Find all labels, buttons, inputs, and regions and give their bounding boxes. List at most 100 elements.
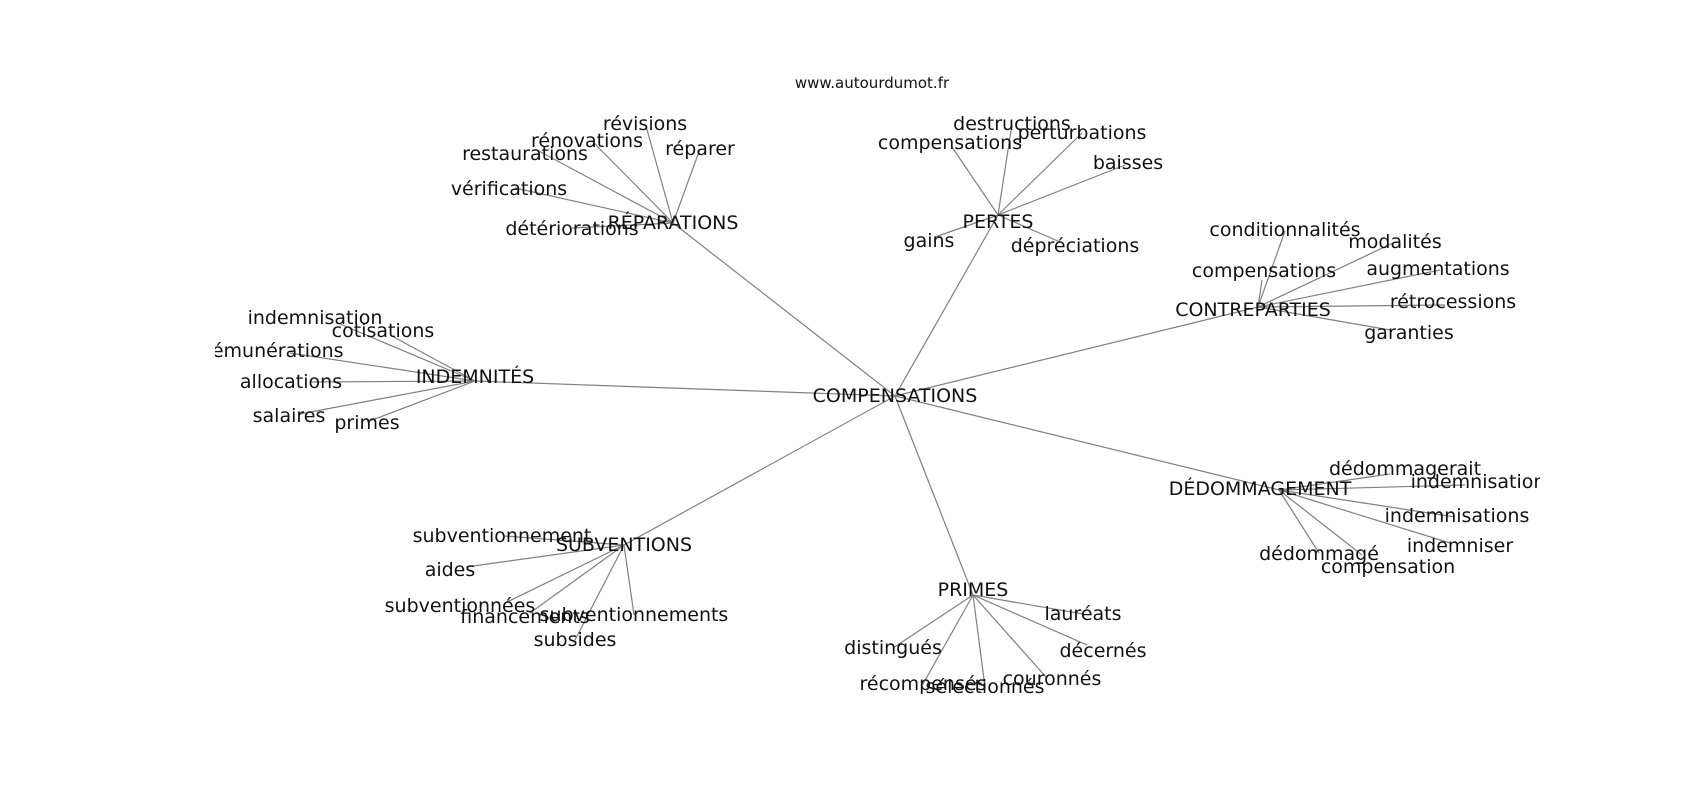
leaf-node-primes-laureats: lauréats <box>1044 603 1121 625</box>
edge-indemnites-remunerations <box>289 352 476 382</box>
leaf-node-primes-recompenses: récompensés <box>860 673 987 695</box>
edge-reparations-renovations <box>591 140 674 224</box>
edge-contreparties-garanties <box>1257 306 1391 331</box>
leaf-node-contreparties-garanties: garanties <box>1364 322 1454 344</box>
hub-node-dedommagement: DÉDOMMAGEMENT <box>1169 477 1352 500</box>
leaf-node-subventions-aides: aides <box>425 559 476 581</box>
edge-dedommagement-indemnisations <box>1278 489 1456 518</box>
leaf-node-indemnites-remunerations: rémunérations <box>204 340 343 362</box>
edge-pertes-perturbations <box>997 132 1083 216</box>
edge-dedommagement-dedommagerait <box>1278 473 1391 491</box>
leaf-node-subventions-subventionnements: subventionnements <box>540 604 729 626</box>
edge-contreparties-modalites <box>1257 241 1396 308</box>
edge-dedommagement-indemnisation <box>1278 484 1466 491</box>
leaf-node-pertes-destructions: destructions <box>953 113 1071 135</box>
leaf-node-primes-distingues: distingués <box>844 637 942 659</box>
edge-reparations-verifications <box>514 187 674 224</box>
edge-indemnites-cotisations <box>389 334 476 382</box>
edge-center-dedommagement <box>894 395 1280 491</box>
edge-reparations-reparer <box>672 148 701 224</box>
leaf-node-reparations-verifications: vérifications <box>451 178 567 200</box>
leaf-node-indemnites-allocations: allocations <box>240 371 342 393</box>
edge-primes-laureats <box>972 594 1084 615</box>
leaf-node-contreparties-modalites: modalités <box>1348 231 1441 253</box>
hub-node-indemnites: INDEMNITÉS <box>416 365 534 388</box>
edge-reparations-deteriorations <box>571 222 674 229</box>
edge-contreparties-compensations <box>1257 279 1263 308</box>
leaf-node-contreparties-compensations: compensations <box>1192 260 1336 282</box>
edge-primes-recompenses <box>922 594 974 685</box>
leaf-node-pertes-gains: gains <box>904 230 955 252</box>
edge-dedommagement-dedommage <box>1278 489 1320 554</box>
edge-subventions-subventionnements <box>623 544 635 616</box>
edge-indemnites-allocations <box>309 380 476 383</box>
leaf-node-contreparties-conditionnalites: conditionnalités <box>1209 219 1360 241</box>
hub-node-pertes: PERTES <box>963 211 1034 233</box>
leaf-node-pertes-depreciations: dépréciations <box>1011 235 1140 257</box>
edge-pertes-compensations <box>951 146 999 216</box>
leaf-node-contreparties-augmentations: augmentations <box>1366 258 1509 280</box>
edge-indemnites-primes <box>366 380 476 423</box>
hub-node-subventions: SUBVENTIONS <box>556 534 692 556</box>
leaf-node-subventions-subventionnees: subventionnées <box>385 595 536 617</box>
edge-center-pertes <box>894 214 999 397</box>
leaf-node-dedommagement-dedommage: dédommagé <box>1259 543 1379 565</box>
leaf-node-pertes-perturbations: perturbations <box>1018 122 1147 144</box>
edge-contreparties-augmentations <box>1257 269 1441 308</box>
edge-pertes-destructions <box>997 123 1013 216</box>
edge-center-indemnites <box>474 380 896 397</box>
leaf-node-reparations-revisions: révisions <box>603 113 687 135</box>
leaf-node-pertes-compensations: compensations <box>878 132 1022 154</box>
leaf-node-reparations-renovations: rénovations <box>531 130 643 152</box>
edge-contreparties-retrocessions <box>1257 304 1446 308</box>
edge-pertes-depreciations <box>997 214 1061 243</box>
hub-node-contreparties: CONTREPARTIES <box>1175 299 1331 321</box>
leaf-node-reparations-restaurations: restaurations <box>462 143 588 165</box>
edge-subventions-subventionnement <box>504 535 625 546</box>
edge-center-subventions <box>623 395 896 546</box>
edge-subventions-financements <box>529 544 625 614</box>
leaf-node-indemnites-primes: primes <box>334 412 399 434</box>
edge-center-primes <box>894 395 974 596</box>
edge-subventions-subsides <box>574 544 625 641</box>
edge-center-contreparties <box>894 306 1259 397</box>
leaf-node-dedommagement-compensation: compensation <box>1321 556 1455 578</box>
edge-contreparties-conditionnalites <box>1257 230 1286 308</box>
leaf-node-dedommagement-indemnisations: indemnisations <box>1385 505 1530 527</box>
hub-node-primes: PRIMES <box>938 579 1009 601</box>
center-node: COMPENSATIONS <box>813 385 978 407</box>
edges <box>289 123 1466 688</box>
leaf-node-contreparties-retrocessions: rétrocessions <box>1390 291 1516 313</box>
edge-indemnites-indemnisation <box>339 323 476 382</box>
edge-indemnites-salaires <box>299 380 476 415</box>
edge-reparations-restaurations <box>536 149 674 224</box>
leaf-node-reparations-deteriorations: détériorations <box>505 218 638 240</box>
hub-node-reparations: RÉPARATIONS <box>608 211 739 234</box>
leaf-node-reparations-reparer: réparer <box>665 138 735 160</box>
leaf-node-primes-decernes: décernés <box>1060 640 1147 662</box>
leaf-node-primes-selectionnes: sélectionnés <box>925 676 1044 698</box>
edge-pertes-gains <box>934 214 999 238</box>
leaf-node-pertes-baisses: baisses <box>1093 152 1163 174</box>
leaf-node-primes-couronnes: couronnés <box>1003 668 1102 690</box>
leaf-node-indemnites-cotisations: cotisations <box>332 320 435 342</box>
edge-subventions-subventionnees <box>504 544 625 604</box>
edge-primes-distingues <box>892 594 974 649</box>
leaf-node-indemnites-salaires: salaires <box>253 405 326 427</box>
leaf-node-dedommagement-indemnisation: indemnisation <box>1411 471 1546 493</box>
leaf-node-dedommagement-dedommagerait: dédommagerait <box>1329 458 1481 480</box>
leaf-node-subventions-subsides: subsides <box>534 629 617 651</box>
edge-center-reparations <box>672 222 896 397</box>
leaf-node-indemnites-indemnisation: indemnisation <box>248 307 383 329</box>
edge-dedommagement-compensation <box>1278 489 1363 556</box>
leaf-node-dedommagement-indemniser: indemniser <box>1407 535 1513 557</box>
edge-dedommagement-indemniser <box>1278 489 1451 544</box>
edge-subventions-aides <box>465 544 625 568</box>
edge-reparations-revisions <box>645 125 674 224</box>
edge-primes-decernes <box>972 594 1088 646</box>
leaf-node-subventions-financements: financements <box>460 606 589 628</box>
source-label: www.autourdumot.fr <box>795 74 950 92</box>
edge-primes-couronnes <box>972 594 1047 678</box>
